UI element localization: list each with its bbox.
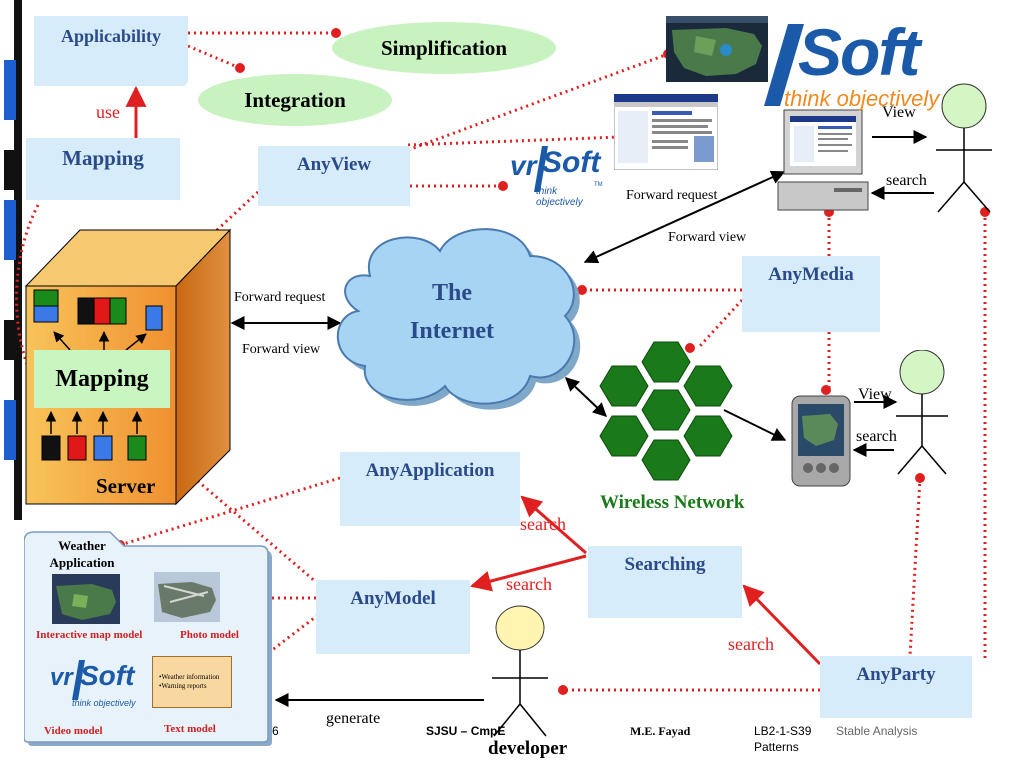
wireless-network-label: Wireless Network bbox=[600, 492, 745, 513]
footer-org: SJSU – CmpE bbox=[426, 724, 506, 738]
logo-slash-mark bbox=[764, 24, 804, 106]
search-label-3: search bbox=[728, 634, 774, 654]
user-actor-top bbox=[936, 83, 992, 213]
anymedia-box: AnyMedia bbox=[742, 256, 880, 332]
left-decor-strip bbox=[0, 0, 24, 768]
view-mid-label: View bbox=[858, 386, 892, 403]
logo-small-tagline: think objectively bbox=[536, 186, 583, 208]
photo-model-label: Photo model bbox=[180, 629, 239, 641]
video-model-logo: vr Soft think objectively bbox=[48, 656, 140, 716]
logo-small-soft: Soft bbox=[542, 146, 601, 179]
footer-title-line1: Stable Analysis bbox=[836, 724, 918, 738]
anymedia-label: AnyMedia bbox=[768, 264, 854, 285]
pda-device-icon bbox=[791, 395, 851, 487]
search-label-1: search bbox=[520, 514, 566, 534]
anymodel-label: AnyModel bbox=[350, 588, 436, 609]
website-thumbnail bbox=[614, 94, 718, 170]
text-model-bullet-2: •Warning reports bbox=[159, 682, 207, 690]
logo-small-vr: vr bbox=[510, 150, 537, 181]
text-model-bullet-1: •Weather information bbox=[159, 673, 220, 681]
video-logo-tagline: think objectively bbox=[72, 698, 136, 708]
logo-soft-text: Soft bbox=[798, 15, 920, 89]
simplification-ellipse: Simplification bbox=[332, 22, 556, 74]
internet-label-line2: Internet bbox=[410, 318, 494, 344]
logo-small-slash bbox=[534, 146, 548, 192]
use-label: use bbox=[96, 102, 120, 122]
mapping-top-box: Mapping bbox=[26, 138, 180, 200]
simplification-label: Simplification bbox=[380, 35, 507, 60]
server-label: Server bbox=[96, 474, 156, 498]
footer-code: LB2-1-S39 bbox=[754, 724, 812, 738]
anyapplication-label: AnyApplication bbox=[365, 460, 495, 481]
desktop-computer-icon bbox=[777, 109, 869, 211]
weather-card-title-line2: Application bbox=[49, 555, 115, 570]
forward-request-right-label: Forward request bbox=[626, 188, 718, 203]
interactive-map-model-label: Interactive map model bbox=[36, 629, 143, 641]
search-top-label: search bbox=[886, 172, 927, 189]
red-arrows bbox=[125, 85, 822, 666]
internet-label-line1: The bbox=[431, 280, 472, 306]
wireless-network-graphic bbox=[599, 341, 733, 481]
footer-page-number: 6 bbox=[272, 724, 279, 738]
integration-label: Integration bbox=[244, 87, 346, 112]
server-mapping-box: Mapping bbox=[34, 350, 170, 408]
video-logo-vr: vr bbox=[50, 664, 73, 691]
forward-view-right-label: Forward view bbox=[668, 230, 747, 245]
footer-title-line2: Patterns bbox=[754, 740, 799, 754]
forward-view-left-label: Forward view bbox=[242, 342, 321, 357]
weather-application-card: Weather Application Interactive map mode… bbox=[24, 530, 276, 750]
anymodel-box: AnyModel bbox=[316, 580, 470, 654]
integration-ellipse: Integration bbox=[198, 74, 392, 126]
developer-actor bbox=[492, 605, 548, 737]
applicability-box: Applicability bbox=[34, 16, 188, 86]
view-top-label: View bbox=[882, 104, 916, 121]
applicability-label: Applicability bbox=[60, 26, 162, 46]
anyparty-label: AnyParty bbox=[856, 664, 936, 685]
anyparty-box: AnyParty bbox=[820, 656, 972, 718]
black-arrows bbox=[230, 130, 934, 707]
searching-label: Searching bbox=[624, 554, 706, 575]
user-actor-mid bbox=[896, 350, 948, 475]
logo-tagline: think objectively bbox=[784, 86, 940, 111]
search-mid-label: search bbox=[856, 428, 897, 445]
anyapplication-box: AnyApplication bbox=[340, 452, 520, 526]
searching-box: Searching bbox=[588, 546, 742, 618]
video-logo-soft: Soft bbox=[80, 660, 135, 691]
developer-label: developer bbox=[488, 738, 568, 759]
vrsoft-logo-large: Soft think objectively bbox=[760, 15, 1010, 114]
anyview-box: AnyView bbox=[258, 146, 410, 206]
forward-request-left-label: Forward request bbox=[234, 290, 326, 305]
text-model-box: •Weather information •Warning reports bbox=[152, 656, 232, 708]
footer-author: M.E. Fayad bbox=[630, 724, 691, 738]
logo-small-tm: TM bbox=[594, 182, 603, 188]
video-logo-slash bbox=[72, 660, 85, 700]
text-model-label: Text model bbox=[164, 723, 216, 735]
interactive-map-thumbnail bbox=[52, 574, 120, 624]
mapping-top-label: Mapping bbox=[62, 146, 144, 170]
anyview-label: AnyView bbox=[296, 154, 372, 175]
video-model-label: Video model bbox=[44, 725, 103, 737]
server-mapping-label: Mapping bbox=[55, 365, 149, 392]
photo-model-thumbnail bbox=[154, 572, 220, 622]
vrsoft-logo-small: vr Soft think objectively TM bbox=[506, 146, 606, 208]
internet-cloud bbox=[336, 228, 581, 410]
weather-map-thumbnail bbox=[666, 16, 768, 82]
weather-card-title-line1: Weather bbox=[58, 538, 106, 553]
search-label-2: search bbox=[506, 574, 552, 594]
generate-label: generate bbox=[326, 710, 381, 727]
